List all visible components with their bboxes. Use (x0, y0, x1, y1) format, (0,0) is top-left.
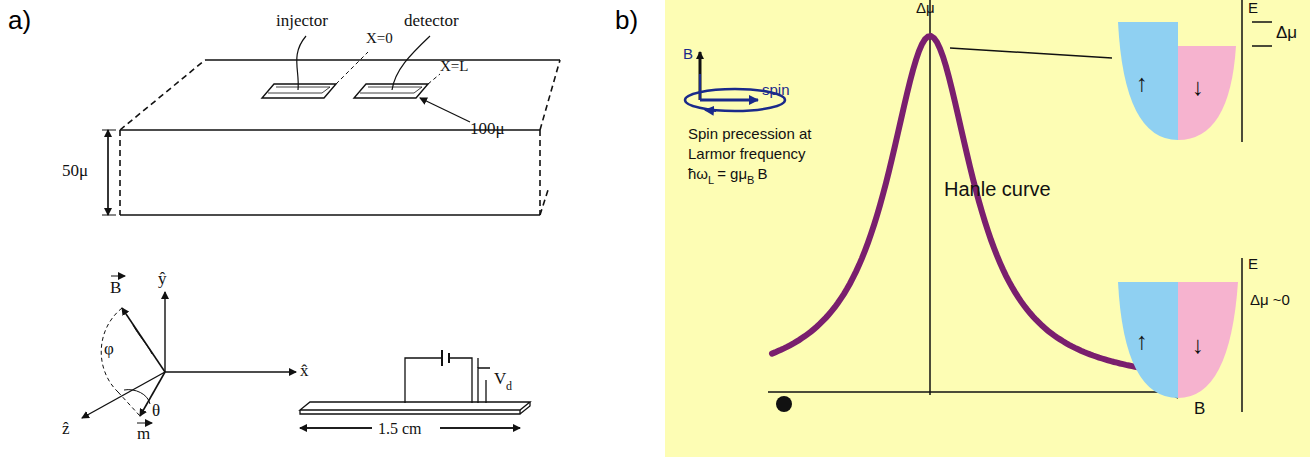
panel-letter: a) (8, 6, 31, 35)
dimension: 1.5 cm (378, 420, 422, 438)
position-label: X=L (440, 58, 468, 75)
thickness-dimension (102, 130, 116, 215)
formula-part: = gμ (717, 166, 747, 183)
angle-label: φ (104, 340, 114, 359)
device-sketch (300, 350, 530, 428)
spin-down: ↓ (1192, 74, 1204, 100)
field-label: B (683, 46, 693, 63)
axis-label: ŷ (158, 270, 167, 289)
potential-label: Δμ (1276, 24, 1297, 43)
axis-label: E (1248, 0, 1258, 17)
curve-name: Hanle curve (944, 178, 1051, 200)
axis-label: ẑ (62, 420, 70, 439)
position-label: X=0 (366, 30, 393, 47)
vector-label: m (137, 425, 150, 444)
spin-up: ↑ (1136, 328, 1148, 354)
formula-part: L (708, 174, 714, 186)
formula: ħωL= gμBB (688, 166, 767, 183)
part-name: injector (276, 12, 328, 31)
axes (82, 276, 296, 423)
dimension: 50μ (62, 162, 88, 181)
axis-label: B (1194, 400, 1205, 419)
part-name: detector (404, 12, 459, 31)
hanle-curve (772, 36, 1144, 368)
spin-label: spin (762, 82, 790, 99)
length-arrow (420, 98, 470, 122)
annotation: Larmor frequency (688, 146, 806, 163)
potential-label: Δμ ~0 (1250, 292, 1290, 309)
axis-label: x̂ (300, 362, 309, 381)
panel-background (665, 0, 1310, 457)
spin-down: ↓ (1192, 332, 1204, 358)
leader-line (950, 48, 1112, 58)
band-diagram (1118, 0, 1272, 412)
signal-name: d (506, 380, 512, 393)
sample-slab (120, 36, 560, 215)
spin-up: ↑ (1136, 70, 1148, 96)
dimension: 100μ (470, 120, 505, 139)
axis-label: Δμ (916, 0, 935, 17)
annotation: Spin precession at (688, 126, 811, 143)
formula-part: ħω (688, 166, 708, 183)
vector-label: B (110, 279, 121, 298)
axis-label: E (1248, 256, 1258, 273)
panel-letter: b) (615, 6, 638, 35)
formula-part: B (747, 174, 754, 186)
marker-dot (776, 396, 792, 412)
angle-label: θ (152, 402, 160, 421)
formula-part: B (757, 166, 767, 183)
signal-name: V (494, 370, 506, 389)
